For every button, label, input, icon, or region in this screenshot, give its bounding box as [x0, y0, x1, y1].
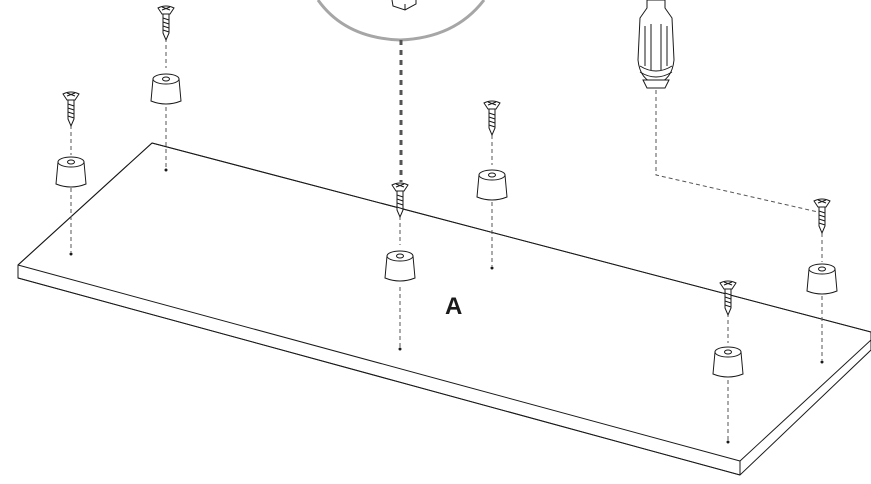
rubber-foot-icon — [55, 156, 87, 188]
fastener-5 — [712, 280, 744, 444]
rubber-foot-icon — [712, 346, 744, 378]
fastener-2 — [55, 91, 87, 256]
detail-callout-circle — [316, 0, 486, 42]
screw-icon — [62, 91, 80, 127]
rubber-foot-icon — [476, 169, 508, 201]
part-label-a: A — [445, 293, 462, 320]
fastener-6 — [806, 198, 838, 364]
fastener-1 — [150, 5, 182, 172]
screw-icon — [483, 100, 501, 136]
rubber-foot-icon — [384, 250, 416, 282]
fastener-4 — [476, 100, 508, 270]
panel-a — [17, 142, 871, 476]
screwdriver-icon — [637, 0, 675, 89]
rubber-foot-icon — [150, 73, 182, 105]
rubber-foot-icon — [806, 263, 838, 295]
screw-icon — [813, 198, 831, 234]
screwdriver-guide-line — [655, 90, 819, 213]
screw-icon — [157, 5, 175, 41]
fastener-3 — [384, 182, 416, 351]
